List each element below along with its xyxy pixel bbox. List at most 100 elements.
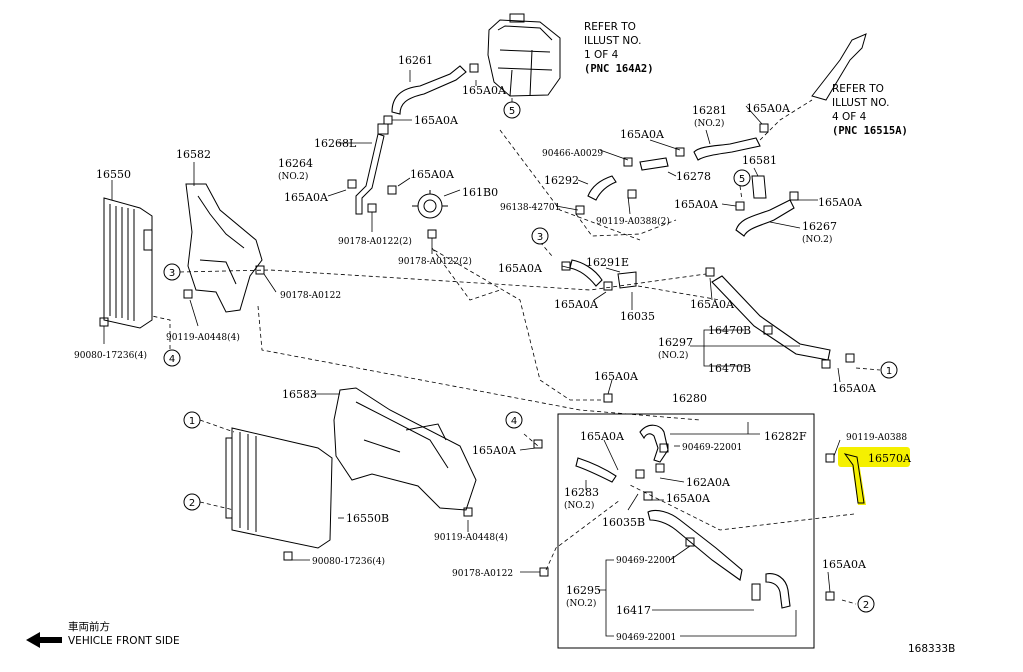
label-16267: 16267 (802, 220, 837, 233)
leader-lines (103, 70, 841, 637)
label-165A0A: 165A0A (498, 262, 543, 275)
svg-text:ILLUST NO.: ILLUST NO. (832, 97, 889, 109)
svg-text:REFER TO: REFER TO (584, 21, 636, 33)
label-90178-A0122: 90178-A0122 (280, 291, 341, 301)
radiator-16550B (225, 427, 333, 549)
label-165A0A: 165A0A (462, 84, 507, 97)
hose-upper-right (811, 33, 867, 101)
svg-text:REFER TO: REFER TO (832, 83, 884, 95)
svg-text:(PNC 164A2): (PNC 164A2) (584, 63, 654, 75)
label-16581: 16581 (742, 154, 777, 167)
label-90119-A0388-2: 90119-A0388(2) (596, 216, 670, 227)
label-165A0A: 165A0A (472, 444, 517, 457)
label-16283: 16283 (564, 486, 599, 499)
label-16583: 16583 (282, 388, 317, 401)
label-16550: 16550 (96, 168, 131, 181)
hose-16281 (693, 137, 761, 161)
hose-16291E (569, 259, 637, 289)
label-90469-22001b: 90469-22001 (616, 556, 676, 566)
front-note-en: VEHICLE FRONT SIDE (68, 635, 180, 647)
label-165A0A: 165A0A (690, 298, 735, 311)
label-165A0A: 165A0A (818, 196, 863, 209)
label-90119-A0388: 90119-A0388 (846, 433, 907, 443)
bracket-16582 (185, 183, 263, 313)
label-16470B: 16470B (708, 324, 751, 337)
label-16582: 16582 (176, 148, 211, 161)
bracket-16570A (843, 453, 865, 504)
callout-2-left: 2 (183, 493, 201, 511)
label-90119-A0448-4b: 90119-A0448(4) (434, 532, 508, 543)
label-16283-no2: (NO.2) (564, 500, 594, 511)
svg-text:4 OF 4: 4 OF 4 (832, 111, 867, 123)
hose-16283 (575, 457, 617, 483)
label-16417: 16417 (616, 604, 651, 617)
label-161B0: 161B0 (462, 186, 498, 199)
svg-text:1: 1 (886, 366, 892, 377)
label-165A0A: 165A0A (580, 430, 625, 443)
svg-text:5: 5 (509, 106, 515, 117)
callout-1-right: 1 (880, 361, 898, 379)
label-16278: 16278 (676, 170, 711, 183)
label-16264-no2: (NO.2) (278, 171, 308, 182)
pipe-16268L (355, 123, 389, 215)
label-16261: 16261 (398, 54, 433, 67)
bracket-16583 (333, 387, 477, 511)
svg-text:(PNC 16515A): (PNC 16515A) (832, 125, 908, 137)
label-165A0A: 165A0A (666, 492, 711, 505)
ref-note-1of4: REFER TO ILLUST NO. 1 OF 4 (PNC 164A2) (584, 21, 654, 75)
callout-4-mid: 4 (505, 411, 523, 429)
label-16281-no2: (NO.2) (694, 118, 724, 129)
svg-text:2: 2 (189, 498, 195, 509)
label-16035B: 16035B (602, 516, 645, 529)
label-16550B: 16550B (346, 512, 389, 525)
callout-3-mid: 3 (531, 227, 549, 245)
svg-text:2: 2 (863, 600, 869, 611)
label-90466-A0029: 90466-A0029 (542, 149, 603, 159)
valve-161B0 (412, 190, 448, 219)
label-96138-42701: 96138-42701 (500, 203, 560, 213)
label-165A0A: 165A0A (620, 128, 665, 141)
label-16470B: 16470B (708, 362, 751, 375)
svg-text:1: 1 (189, 416, 195, 427)
reservoir-tank (487, 13, 561, 97)
svg-text:5: 5 (739, 174, 745, 185)
label-165A0A: 165A0A (414, 114, 459, 127)
ref-note-4of4: REFER TO ILLUST NO. 4 OF 4 (PNC 16515A) (832, 83, 908, 137)
label-16570A: 16570A (868, 452, 912, 465)
callout-5-top: 5 (503, 101, 521, 119)
label-16291E: 16291E (586, 256, 629, 269)
label-165A0A: 165A0A (554, 298, 599, 311)
dashed-lines (151, 98, 881, 605)
svg-text:1 OF 4: 1 OF 4 (584, 49, 619, 61)
label-165A0A: 165A0A (410, 168, 455, 181)
diagram-id: 168333B (908, 643, 955, 655)
svg-text:4: 4 (169, 354, 175, 365)
label-165A0A: 165A0A (822, 558, 867, 571)
label-16297: 16297 (658, 336, 693, 349)
label-165A0A: 165A0A (284, 191, 329, 204)
label-16264: 16264 (278, 157, 313, 170)
part-labels: 16261 165A0A 165A0A 16268L 16264 (NO.2) … (74, 54, 912, 643)
hose-16292 (587, 175, 617, 201)
svg-text:3: 3 (537, 232, 543, 243)
label-16292: 16292 (544, 174, 579, 187)
label-16267-no2: (NO.2) (802, 234, 832, 245)
hose-16282F (639, 424, 669, 463)
label-162A0A: 162A0A (686, 476, 731, 489)
arrow-left-icon (26, 632, 62, 648)
callout-3-left: 3 (163, 263, 181, 281)
label-16295-no2: (NO.2) (566, 598, 596, 609)
label-90469-22001: 90469-22001 (682, 443, 742, 453)
pipe-16278 (639, 157, 669, 171)
label-90119-A0448-4: 90119-A0448(4) (166, 332, 240, 343)
label-165A0A: 165A0A (674, 198, 719, 211)
callout-1-left: 1 (183, 411, 201, 429)
label-90178-A0122b: 90178-A0122 (452, 569, 513, 579)
label-90080-17236-4: 90080-17236(4) (74, 350, 147, 361)
svg-text:ILLUST NO.: ILLUST NO. (584, 35, 641, 47)
hose-16297 (711, 275, 831, 361)
callout-5-right: 5 (733, 169, 751, 187)
callout-2-right: 2 (857, 595, 875, 613)
svg-text:4: 4 (511, 416, 517, 427)
